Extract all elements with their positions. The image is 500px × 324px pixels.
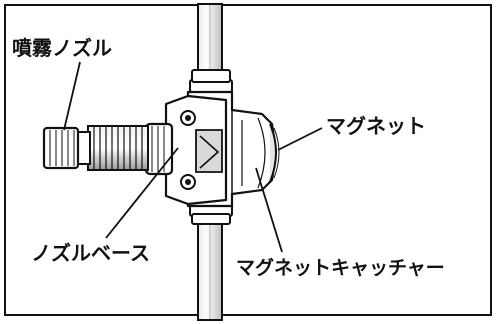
magnet-label: マグネット: [326, 114, 426, 138]
spray-nozzle: [42, 125, 149, 171]
nozzle-base-body: [164, 94, 228, 206]
magnet-catcher-label: マグネットキャッチャー: [236, 257, 445, 279]
leader-magnet: [277, 127, 323, 151]
magnet-disc: [269, 123, 280, 183]
leader-nozzle-base: [105, 147, 179, 239]
leader-lines: [63, 61, 323, 253]
nozzle-base-label: ノズルベース: [31, 241, 150, 265]
spray-nozzle-label: 噴霧ノズル: [12, 36, 112, 60]
leader-magnet-catcher: [255, 167, 283, 253]
nozzle-nut: [144, 122, 174, 176]
leader-spray-nozzle: [63, 61, 81, 131]
top-collar: [189, 69, 233, 93]
